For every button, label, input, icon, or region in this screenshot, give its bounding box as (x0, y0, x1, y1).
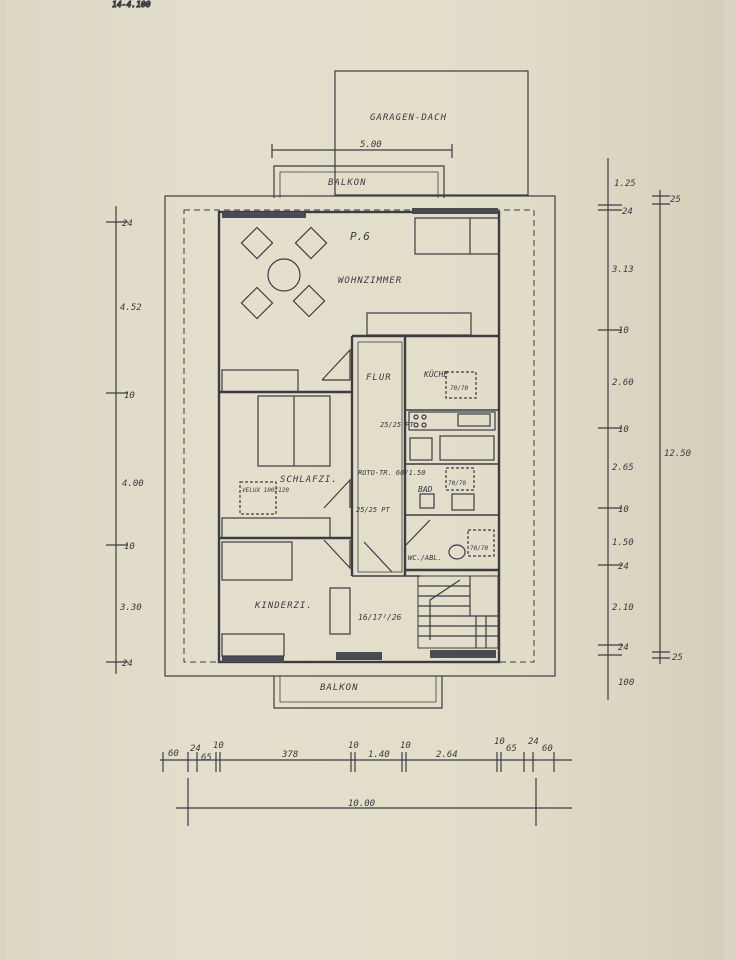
svg-text:60: 60 (168, 749, 179, 759)
svg-text:4.52: 4.52 (120, 303, 142, 313)
svg-text:24: 24 (622, 207, 633, 217)
velux-label: VELUX 100/120 (242, 487, 289, 494)
svg-text:70/70: 70/70 (448, 480, 466, 487)
svg-text:24: 24 (122, 659, 133, 669)
svg-text:70/70: 70/70 (450, 385, 468, 392)
balcony-bottom-label: BALKON (320, 683, 359, 693)
outer-walls (217, 210, 501, 664)
svg-text:2.64: 2.64 (436, 750, 458, 760)
living-room-label: WOHNZIMMER (338, 276, 402, 286)
svg-text:4.00: 4.00 (122, 479, 144, 489)
sofa (414, 217, 500, 255)
toilet (448, 544, 466, 560)
shaft-lower-label: 25/25 PT (356, 506, 391, 514)
svg-text:1.25: 1.25 (614, 179, 636, 189)
svg-text:65: 65 (201, 753, 212, 763)
svg-text:2.10: 2.10 (612, 603, 634, 613)
svg-text:10: 10 (494, 737, 505, 747)
svg-text:24: 24 (618, 562, 629, 572)
balcony-top-label: BALKON (328, 178, 367, 188)
svg-text:25: 25 (672, 653, 683, 663)
wc-label: WC./ABL. (408, 554, 442, 562)
svg-text:3.13: 3.13 (611, 265, 634, 275)
svg-text:24: 24 (528, 737, 539, 747)
svg-text:24: 24 (122, 219, 133, 229)
svg-text:10: 10 (213, 741, 224, 751)
plan-number: P.6 (350, 230, 370, 243)
svg-text:1.40: 1.40 (368, 750, 390, 760)
svg-text:10: 10 (400, 741, 411, 751)
roof-slope-line (183, 209, 535, 663)
svg-text:10: 10 (348, 741, 359, 751)
svg-text:25: 25 (670, 195, 681, 205)
plan-sheet (6, 0, 724, 960)
svg-text:3.30: 3.30 (119, 603, 142, 613)
dim-balcony-width: 5.00 (360, 140, 382, 150)
dim-total: 10.00 (348, 799, 375, 809)
building-outline (164, 195, 556, 677)
stairs-label: 16/17²/26 (358, 613, 402, 622)
staircase (417, 575, 499, 649)
svg-text:1.50: 1.50 (612, 538, 634, 548)
svg-text:12.50: 12.50 (664, 449, 691, 459)
svg-text:10: 10 (618, 326, 629, 336)
bedroom-label: SCHLAFZI. (280, 475, 338, 485)
bedroom-skylight (239, 481, 277, 515)
shaft-upper-label: 25/25 PT (380, 421, 415, 429)
garage-roof-outline (334, 70, 529, 196)
hall-label: FLUR (366, 373, 392, 383)
svg-text:2.65: 2.65 (612, 463, 634, 473)
svg-text:10: 10 (124, 542, 135, 552)
balcony-top-outline (273, 165, 445, 198)
balcony-bottom-outline (273, 676, 443, 709)
kitchen-skylight (445, 371, 477, 399)
sideboard (366, 312, 472, 336)
kitchen-label: KÜCHE (423, 369, 448, 379)
kids-room-label: KINDERZI. (254, 601, 313, 611)
svg-text:24: 24 (190, 744, 201, 754)
svg-text:100: 100 (618, 678, 634, 688)
svg-text:60: 60 (542, 744, 553, 754)
svg-text:2.60: 2.60 (612, 378, 634, 388)
svg-text:70/70: 70/70 (470, 545, 488, 552)
bathtub (439, 435, 495, 461)
svg-text:10: 10 (124, 391, 135, 401)
kitchen-counter (408, 411, 496, 431)
roto-label: ROTO-TR. 60/1.50 (358, 469, 425, 477)
svg-text:65: 65 (506, 744, 517, 754)
svg-text:10: 10 (618, 425, 629, 435)
dining-table (267, 258, 301, 292)
svg-text:378: 378 (281, 750, 298, 760)
garage-roof-label: GARAGEN-DACH (370, 113, 447, 123)
svg-text:10: 10 (618, 505, 629, 515)
header-scribble: 14-4.100 (112, 0, 151, 9)
wc-skylight (467, 529, 495, 557)
svg-text:24: 24 (618, 643, 629, 653)
bath-label: BAD (418, 485, 433, 494)
